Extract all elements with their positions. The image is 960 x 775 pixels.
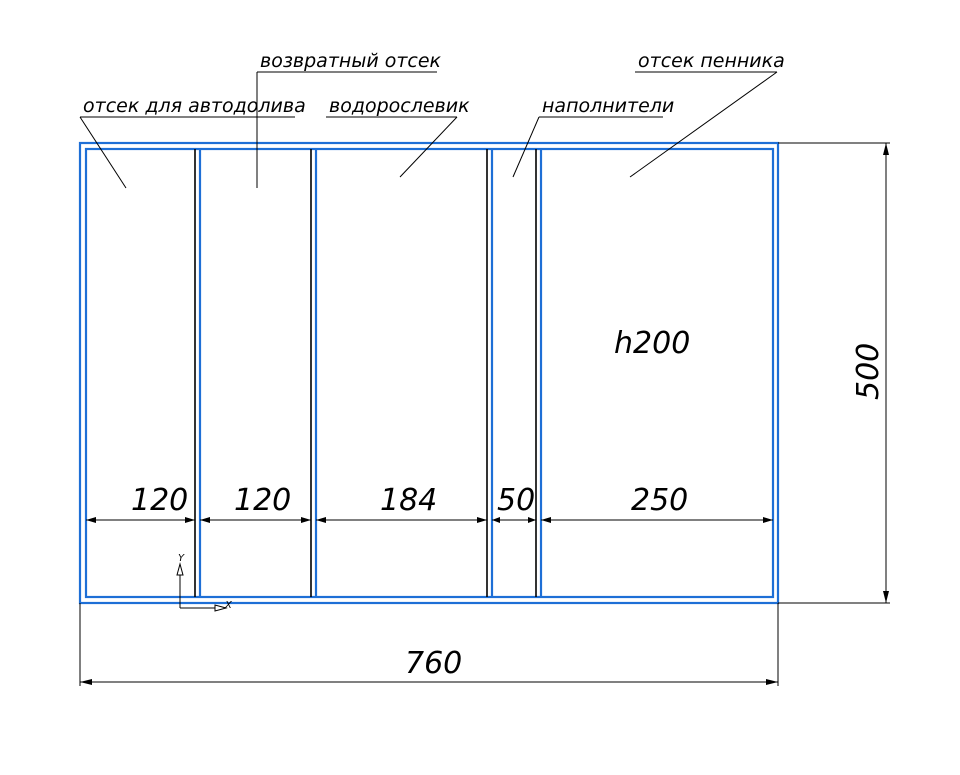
- leader-skimmer: отсек пенника: [629, 50, 785, 178]
- height-note: h200: [614, 326, 690, 361]
- width-dimensions: 120 120 184 50 250: [86, 483, 773, 523]
- dim-width-5: 250: [631, 483, 688, 518]
- dim-width-3: 184: [380, 483, 437, 518]
- label-return: возвратный отсек: [260, 50, 442, 72]
- total-width-dimension: 760: [79, 603, 779, 686]
- label-media: наполнители: [542, 95, 674, 117]
- tank-outer-outline: [78, 141, 780, 605]
- tank-inner-outline: [84, 147, 775, 599]
- axis-label-y: Y: [178, 553, 185, 564]
- x-axis-arrow: [214, 604, 228, 612]
- label-autotopoff: отсек для автодолива: [83, 95, 306, 117]
- label-algae: водорослевик: [329, 95, 470, 117]
- dim-width-4: 50: [497, 483, 535, 518]
- dim-width-2: 120: [234, 483, 291, 518]
- label-skimmer: отсек пенника: [638, 50, 785, 72]
- leader-return: возвратный отсек: [256, 50, 442, 188]
- total-depth-dimension: 500: [778, 142, 890, 604]
- leader-autotopoff: отсек для автодолива: [79, 95, 306, 189]
- axis-label-x: X: [224, 600, 233, 611]
- dim-total-width: 760: [405, 646, 462, 681]
- leader-media: наполнители: [512, 95, 674, 178]
- leader-algae: водорослевик: [326, 95, 470, 178]
- y-axis-arrow: [176, 562, 184, 576]
- axis-indicator: Y X: [176, 553, 233, 612]
- partition-walls: [194, 149, 543, 597]
- dim-total-depth: 500: [851, 343, 886, 400]
- dim-width-1: 120: [131, 483, 188, 518]
